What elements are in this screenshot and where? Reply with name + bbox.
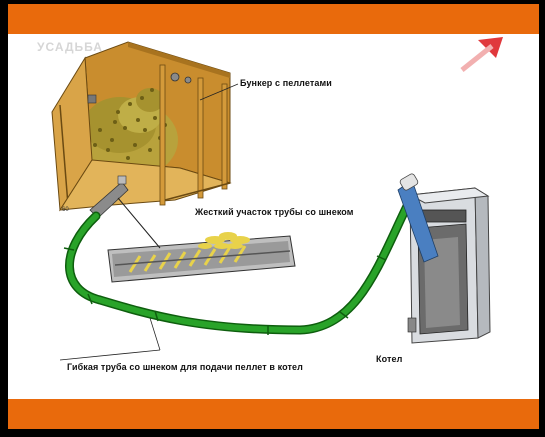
leader-lines xyxy=(59,83,239,361)
boiler xyxy=(397,173,491,344)
top-orange-bar xyxy=(8,4,539,34)
pellet-heap xyxy=(82,88,178,178)
label-rigid-pipe: Жесткий участок трубы со шнеком xyxy=(195,207,354,217)
red-arrow-logo-icon xyxy=(460,37,503,72)
label-boiler: Котел xyxy=(376,354,403,364)
screw-inset xyxy=(107,197,296,283)
bunker xyxy=(51,41,232,212)
angle-mark: 60 xyxy=(62,207,69,213)
label-flexible-pipe: Гибкая труба со шнеком для подачи пеллет… xyxy=(67,362,303,372)
flexible-pipe xyxy=(63,195,415,335)
channel-watermark: УСАДЬБА xyxy=(37,40,103,54)
label-bunker: Бункер с пеллетами xyxy=(240,78,332,88)
bottom-orange-bar xyxy=(8,399,539,429)
